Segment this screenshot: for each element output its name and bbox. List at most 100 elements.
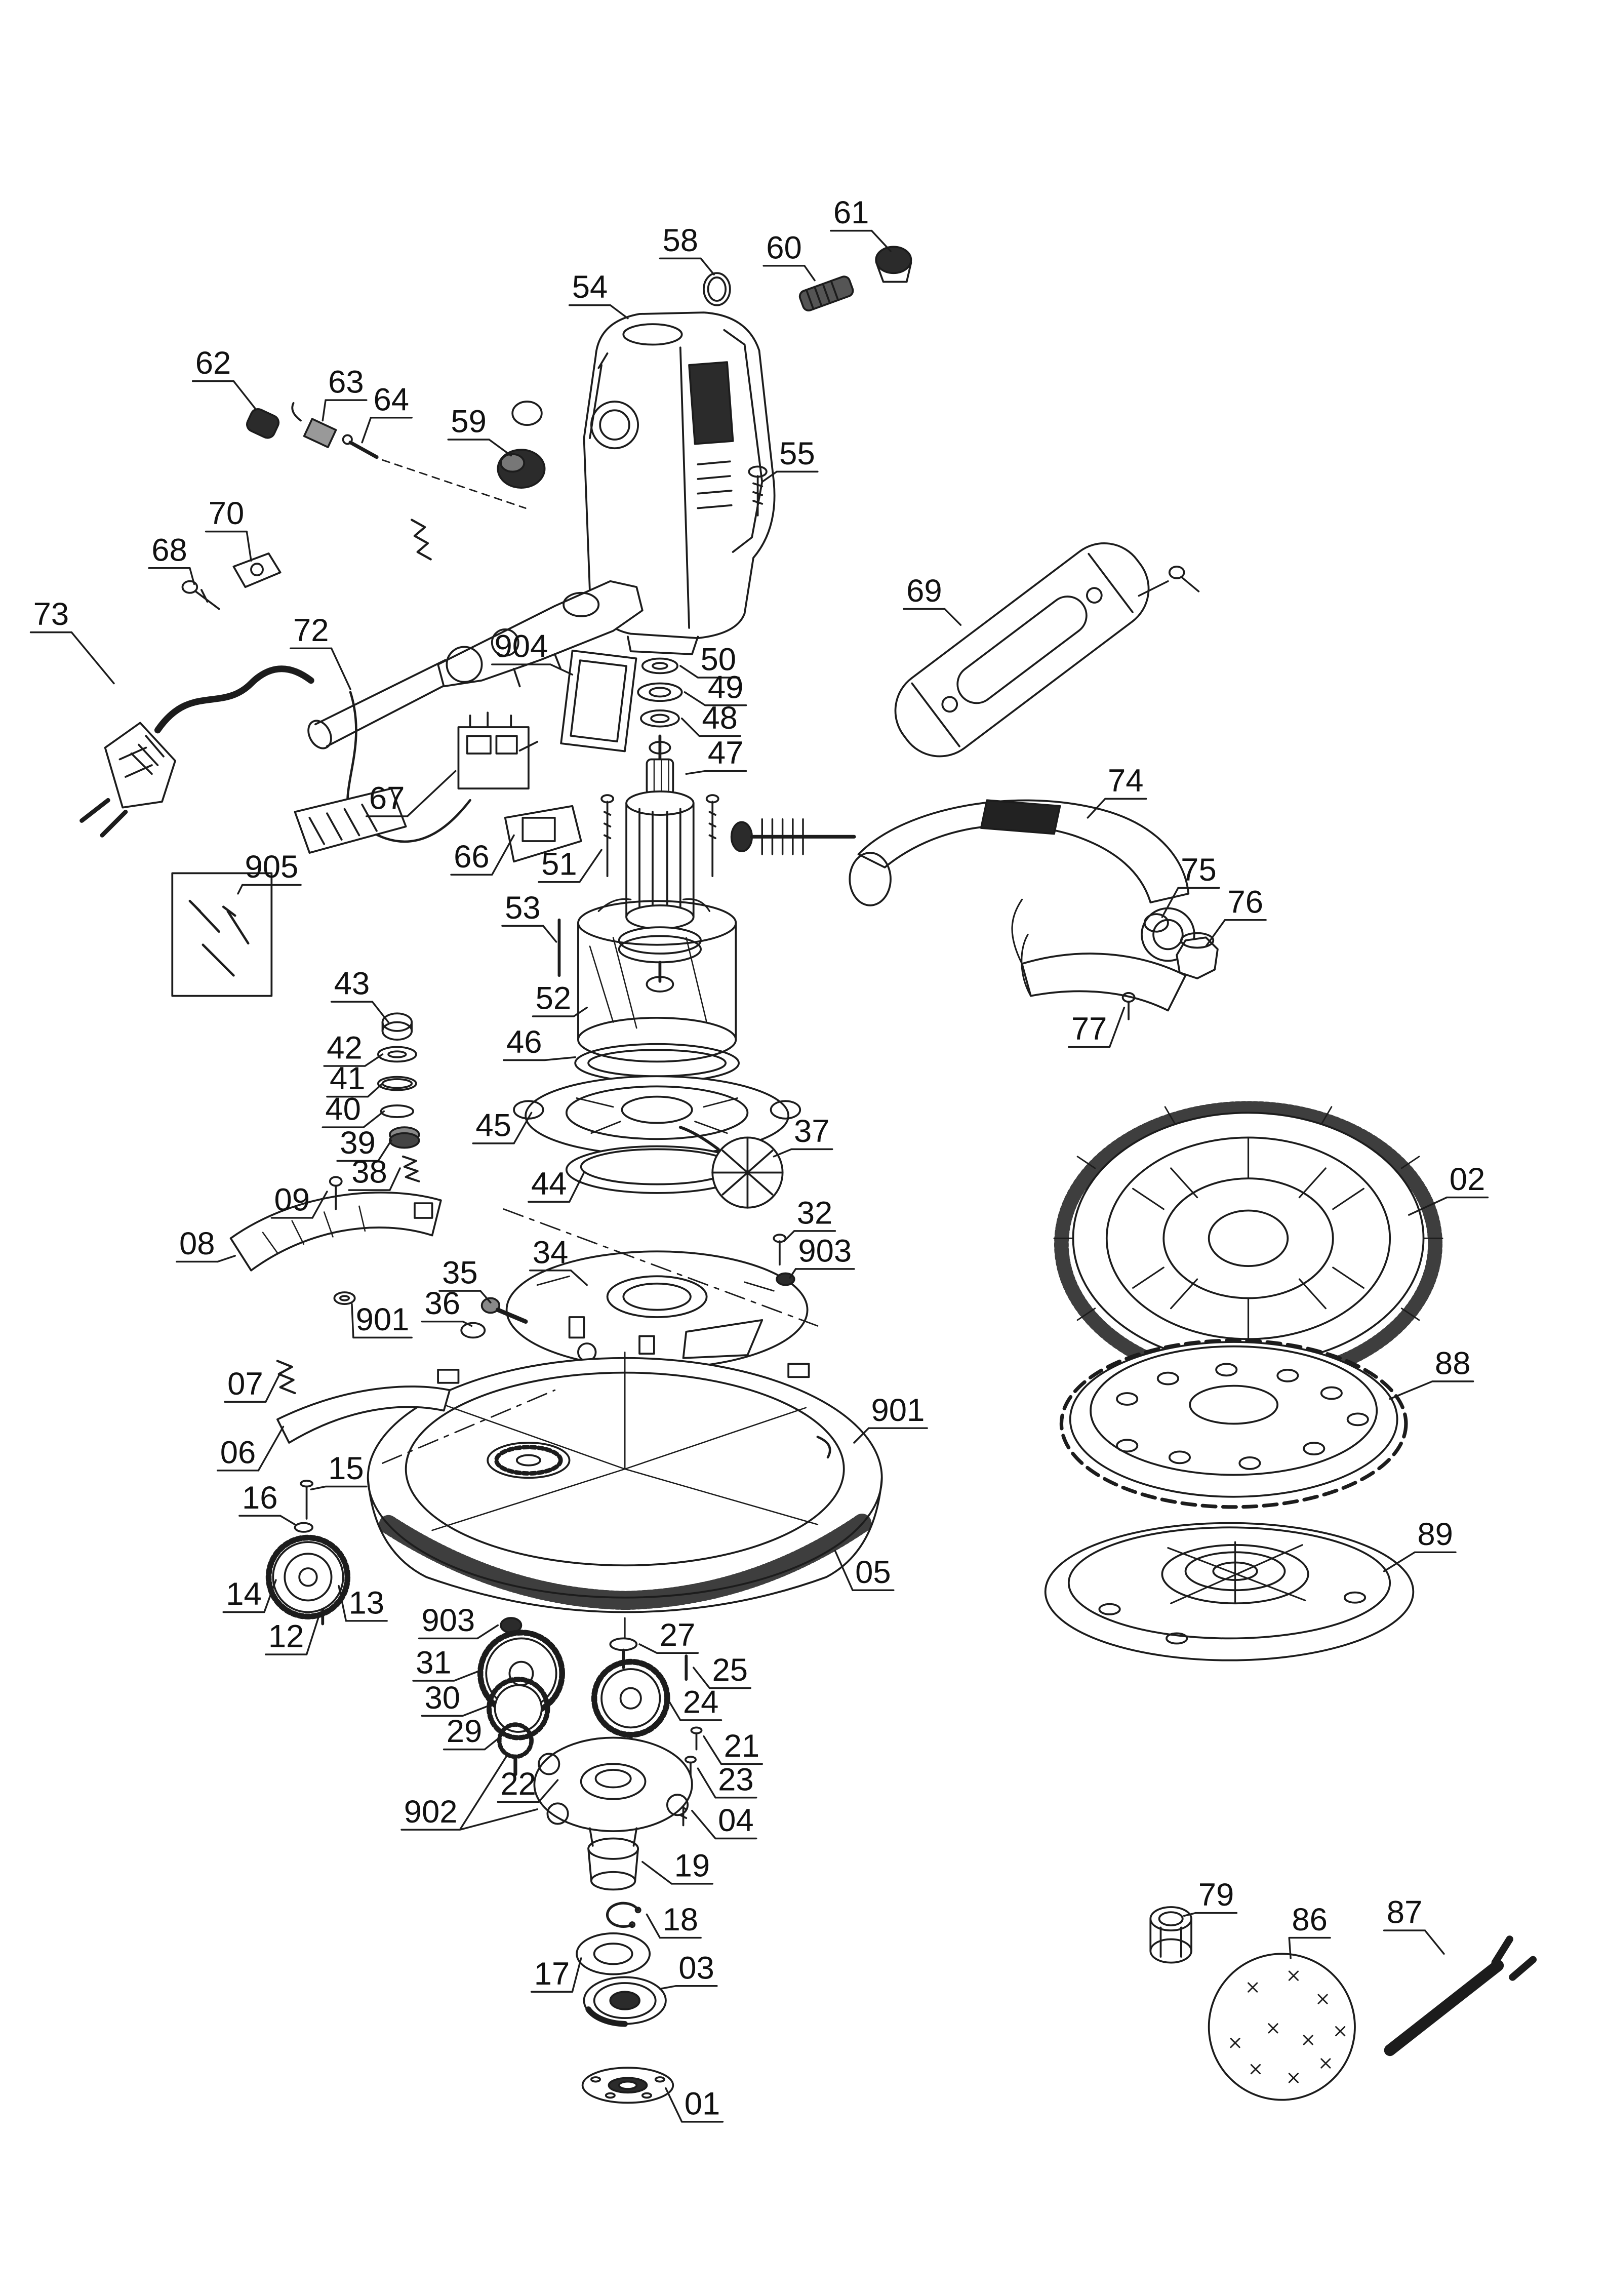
callout-64: 64 — [361, 382, 413, 444]
washer-16-drawing — [294, 1522, 313, 1533]
part-number-67: 67 — [369, 781, 405, 816]
callout-86: 86 — [1288, 1902, 1331, 1959]
wrench-87-drawing — [1384, 1935, 1537, 2056]
bearing-plate-45-drawing — [513, 1075, 801, 1156]
part-number-79: 79 — [1198, 1877, 1234, 1913]
part-number-89: 89 — [1417, 1517, 1453, 1552]
part-number-70: 70 — [209, 496, 245, 531]
part-number-59: 59 — [451, 404, 487, 440]
part-number-904: 904 — [495, 629, 548, 664]
part-number-24: 24 — [683, 1684, 719, 1720]
part-number-15: 15 — [328, 1451, 364, 1486]
part-number-19: 19 — [674, 1848, 710, 1883]
part-number-902: 902 — [404, 1794, 458, 1830]
part-number-40: 40 — [325, 1092, 361, 1127]
gear-housing-22-drawing — [533, 1736, 693, 1891]
part-number-44: 44 — [531, 1166, 567, 1202]
gear-30-drawing — [486, 1677, 550, 1740]
callout-903: 903 — [418, 1603, 499, 1640]
motor-housing-drawing — [583, 311, 776, 655]
callout-51: 51 — [538, 846, 603, 883]
brush-63-drawing — [291, 402, 337, 448]
callout-77: 77 — [1068, 1006, 1126, 1048]
callout-25: 25 — [692, 1652, 751, 1689]
callout-88: 88 — [1389, 1345, 1474, 1400]
part-number-66: 66 — [454, 839, 490, 875]
adapter-79-drawing — [1149, 1906, 1192, 1964]
shroud-segment-06-drawing — [276, 1385, 451, 1444]
part-number-49: 49 — [708, 669, 744, 705]
sanding-sheet-86-drawing — [1208, 1953, 1356, 2101]
part-number-43: 43 — [334, 966, 370, 1002]
part-number-74: 74 — [1108, 763, 1144, 799]
callout-39: 39 — [336, 1125, 392, 1162]
part-number-63: 63 — [328, 365, 364, 400]
screw-09-drawing — [329, 1176, 343, 1210]
callout-49: 49 — [684, 669, 747, 706]
bearing-03-drawing — [583, 1976, 667, 2027]
callout-29: 29 — [443, 1714, 500, 1751]
callout-73: 73 — [29, 597, 115, 685]
cap-62-drawing — [246, 408, 280, 439]
rear-handle-69-drawing — [894, 542, 1150, 758]
callout-67: 67 — [366, 770, 457, 817]
roller-59-drawing — [497, 401, 546, 489]
callout-27: 27 — [638, 1617, 699, 1654]
part-number-48: 48 — [702, 700, 738, 736]
callout-79: 79 — [1183, 1877, 1238, 1917]
callout-48: 48 — [680, 700, 741, 737]
part-number-05: 05 — [855, 1555, 891, 1590]
screw-55-drawing — [748, 465, 768, 517]
part-number-39: 39 — [340, 1125, 376, 1161]
bearing-17-drawing — [576, 1932, 651, 1975]
callout-70: 70 — [205, 496, 252, 562]
part-number-88: 88 — [1435, 1345, 1471, 1381]
part-number-75: 75 — [1181, 852, 1217, 888]
washer-75-drawing — [1143, 913, 1169, 933]
gear-14-drawing — [265, 1534, 351, 1619]
part-number-50: 50 — [700, 642, 736, 678]
callout-04: 04 — [691, 1803, 757, 1840]
spring-64-drawing — [411, 519, 432, 561]
handle-screw-drawing — [1138, 565, 1200, 597]
part-number-03: 03 — [678, 1950, 714, 1986]
callout-902: 902 — [400, 1753, 538, 1831]
part-number-34: 34 — [533, 1235, 569, 1270]
callout-36: 36 — [421, 1286, 473, 1327]
callout-34: 34 — [529, 1235, 588, 1286]
callout-904: 904 — [491, 629, 574, 676]
part-number-13: 13 — [349, 1585, 385, 1620]
callout-45: 45 — [472, 1107, 533, 1144]
part-number-52: 52 — [536, 981, 572, 1016]
callout-75: 75 — [1161, 852, 1220, 918]
callout-44: 44 — [528, 1166, 585, 1203]
callout-41: 41 — [326, 1061, 384, 1098]
part-number-16: 16 — [242, 1480, 278, 1516]
part-number-29: 29 — [447, 1714, 483, 1749]
cord-clamp-70-drawing — [232, 552, 282, 588]
part-number-32: 32 — [797, 1195, 833, 1231]
washer-901a-drawing — [333, 1291, 356, 1305]
pin-64-drawing — [342, 434, 527, 509]
bolt-35-drawing — [480, 1297, 528, 1324]
callout-905: 905 — [237, 849, 302, 895]
callout-05: 05 — [834, 1550, 895, 1592]
callout-54: 54 — [568, 269, 629, 320]
callout-09: 09 — [270, 1182, 328, 1219]
callout-74: 74 — [1087, 763, 1147, 819]
part-number-60: 60 — [766, 230, 802, 265]
part-number-09: 09 — [274, 1182, 310, 1218]
callout-43: 43 — [330, 966, 389, 1023]
motor-screws-51-drawing — [600, 794, 719, 878]
part-number-08: 08 — [179, 1226, 215, 1261]
callout-30: 30 — [421, 1680, 490, 1717]
part-number-31: 31 — [416, 1645, 452, 1681]
part-number-64: 64 — [374, 382, 410, 417]
part-number-12: 12 — [268, 1619, 304, 1654]
callout-15: 15 — [310, 1451, 368, 1491]
part-number-87: 87 — [1387, 1895, 1423, 1930]
callout-59: 59 — [447, 404, 512, 457]
switch-67-drawing — [457, 711, 539, 790]
